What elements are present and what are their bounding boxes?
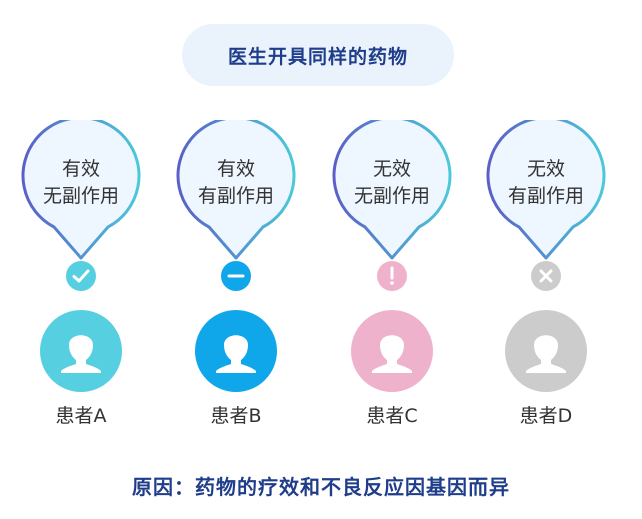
patient-column-b: 有效 有副作用 患者B — [171, 120, 301, 440]
outcome-text: 有效 无副作用 — [16, 156, 146, 210]
patient-column-a: 有效 无副作用 患者A — [16, 120, 146, 440]
avatar-icon — [40, 310, 122, 392]
exclamation-icon — [377, 261, 407, 291]
cross-icon — [531, 261, 561, 291]
outcome-text: 无效 无副作用 — [327, 156, 457, 210]
patient-label: 患者B — [210, 405, 262, 427]
efficacy-label: 无效 — [526, 158, 565, 180]
side-effect-label: 有副作用 — [507, 185, 584, 207]
efficacy-label: 有效 — [216, 158, 255, 180]
efficacy-label: 无效 — [372, 158, 411, 180]
title-pill: 医生开具同样的药物 — [182, 24, 454, 86]
speech-pin — [176, 120, 296, 260]
speech-pin — [486, 120, 606, 260]
patient-column-d: 无效 有副作用 患者D — [481, 120, 611, 440]
avatar-icon — [505, 310, 587, 392]
patient-label: 患者D — [519, 405, 573, 427]
side-effect-label: 无副作用 — [42, 185, 119, 207]
avatar-icon — [351, 310, 433, 392]
page-title: 医生开具同样的药物 — [227, 45, 408, 68]
patient-label: 患者A — [55, 405, 107, 427]
check-icon — [66, 261, 96, 291]
minus-icon — [221, 261, 251, 291]
speech-pin — [21, 120, 141, 260]
speech-pin — [332, 120, 452, 260]
side-effect-label: 有副作用 — [197, 185, 274, 207]
patient-column-c: 无效 无副作用 患者C — [327, 120, 457, 440]
patient-label: 患者C — [366, 405, 418, 427]
outcome-text: 有效 有副作用 — [171, 156, 301, 210]
avatar-icon — [195, 310, 277, 392]
outcome-text: 无效 有副作用 — [481, 156, 611, 210]
side-effect-label: 无副作用 — [353, 185, 430, 207]
efficacy-label: 有效 — [61, 158, 100, 180]
reason-footer: 原因：药物的疗效和不良反应因基因而异 — [132, 475, 510, 499]
